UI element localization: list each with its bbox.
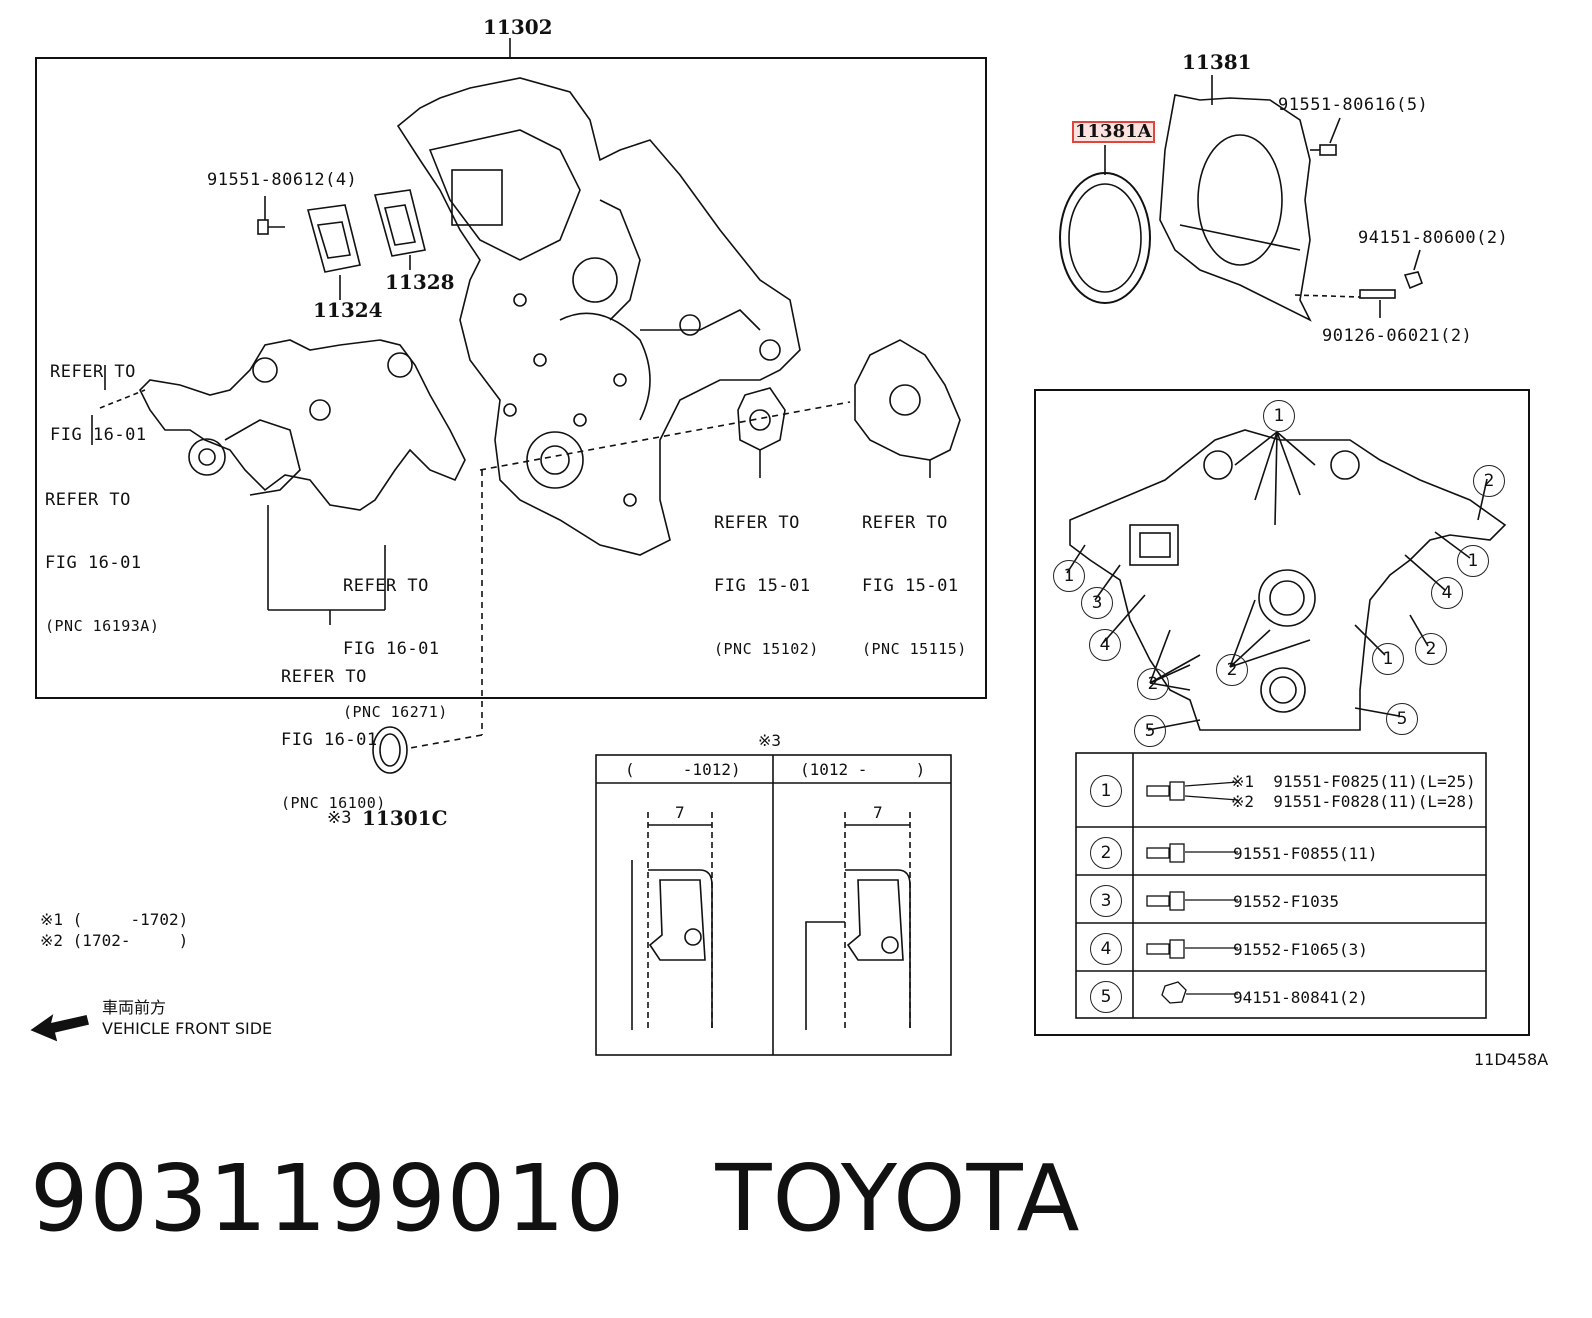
ref-line: FIG 15-01: [714, 576, 811, 596]
inset-col2-header: (1012 - ): [800, 760, 926, 779]
bolt-table-row-2[interactable]: 2 91551-F0855(11): [1090, 829, 1510, 877]
refer-pnc-16271[interactable]: REFER TO FIG 16-01 (PNC 16271): [343, 534, 448, 744]
ref-pnc: (PNC 16193A): [45, 617, 160, 635]
part-11328-label[interactable]: 11328: [385, 270, 455, 294]
part-11324-label[interactable]: 11324: [313, 298, 383, 322]
bolt-table-row-5[interactable]: 5 94151-80841(2): [1090, 973, 1510, 1021]
callout-2-left: 2: [1137, 668, 1169, 700]
note-2: ※2 (1702- ): [40, 931, 189, 950]
callout-2-center: 2: [1216, 654, 1248, 686]
bolt-table-row-1[interactable]: 1 ※1 91551-F0825(11)(L=25) ※2 91551-F082…: [1090, 765, 1510, 813]
part-11301c-label[interactable]: 11301C: [362, 806, 448, 830]
ref-line: FIG 16-01: [343, 639, 440, 659]
callout-4-left: 4: [1089, 629, 1121, 661]
refer-pnc-16193a[interactable]: REFER TO FIG 16-01 (PNC 16193A): [45, 448, 159, 658]
callout-5-left: 5: [1134, 715, 1166, 747]
bolt-spec-line: 91552-F1035: [1233, 892, 1339, 911]
callout-2-right: 2: [1415, 633, 1447, 665]
ref-pnc: (PNC 16100): [281, 794, 386, 812]
callout-5-right: 5: [1386, 703, 1418, 735]
ref-line: FIG 16-01: [50, 425, 147, 445]
refer-fig-16-01-top[interactable]: REFER TO FIG 16-01: [50, 320, 147, 467]
callout-1-top: 1: [1263, 400, 1295, 432]
part-number-footer: 9031199010 TOYOTA: [30, 1145, 1081, 1252]
row-number: 5: [1090, 981, 1122, 1013]
bolt-spec-line: 91551-F0855(11): [1233, 844, 1378, 863]
direction-jp: 車両前方: [102, 998, 167, 1017]
refer-pnc-15102[interactable]: REFER TO FIG 15-01 (PNC 15102): [714, 471, 819, 681]
part-11301c-mark: ※3: [327, 808, 352, 828]
callout-2-upper-right: 2: [1473, 465, 1505, 497]
ref-line: FIG 16-01: [281, 730, 378, 750]
bolt-spec-line: ※2 91551-F0828(11)(L=28): [1231, 792, 1476, 811]
ref-line: REFER TO: [45, 490, 131, 510]
main-assembly-frame: [35, 57, 987, 699]
inset-col1-header: ( -1012): [625, 760, 741, 779]
callout-1-right: 1: [1457, 545, 1489, 577]
bolt-spec-line: 91552-F1065(3): [1233, 940, 1368, 959]
bolt-table-row-3[interactable]: 3 91552-F1035: [1090, 877, 1510, 925]
row-number: 2: [1090, 837, 1122, 869]
table-bolt-icons: [1146, 781, 1239, 1004]
ref-line: REFER TO: [50, 362, 136, 382]
row-number: 1: [1090, 775, 1122, 807]
note-1: ※1 ( -1702): [40, 910, 189, 929]
part-11381-label[interactable]: 11381: [1182, 50, 1252, 74]
figure-code: 11D458A: [1474, 1050, 1549, 1069]
row-number: 3: [1090, 885, 1122, 917]
bolt-table-row-4[interactable]: 4 91552-F1065(3): [1090, 925, 1510, 973]
ref-line: REFER TO: [281, 667, 367, 687]
ref-line: REFER TO: [714, 513, 800, 533]
bolt-spec-line: ※1 91551-F0825(11)(L=25): [1231, 772, 1476, 791]
part-91551-80616-label[interactable]: 91551-80616(5): [1278, 95, 1429, 115]
callout-1-left: 1: [1053, 560, 1085, 592]
ref-pnc: (PNC 16271): [343, 703, 448, 721]
ref-pnc: (PNC 15102): [714, 640, 819, 658]
main-group-label: 11302: [483, 15, 553, 39]
refer-pnc-15115[interactable]: REFER TO FIG 15-01 (PNC 15115): [862, 471, 967, 681]
ref-line: FIG 16-01: [45, 553, 142, 573]
inset-title: ※3: [758, 731, 782, 750]
ref-line: FIG 15-01: [862, 576, 959, 596]
part-94151-80600-label[interactable]: 94151-80600(2): [1358, 228, 1509, 248]
part-90126-06021-label[interactable]: 90126-06021(2): [1322, 326, 1473, 346]
brand-name: TOYOTA: [715, 1145, 1081, 1252]
part-number: 9031199010: [30, 1145, 626, 1252]
bolt-location-frame: [1034, 389, 1530, 1036]
callout-3: 3: [1081, 587, 1113, 619]
direction-en: VEHICLE FRONT SIDE: [102, 1019, 273, 1038]
bolt-spec-line: 94151-80841(2): [1233, 988, 1368, 1007]
part-11381a-label[interactable]: 11381A: [1072, 121, 1155, 143]
water-pump-outline: [139, 339, 466, 511]
ref-line: REFER TO: [343, 576, 429, 596]
callout-1-lower: 1: [1372, 643, 1404, 675]
inset-dim-1: 7: [675, 803, 685, 822]
vehicle-front-arrow: [30, 1014, 89, 1042]
refer-pnc-16100[interactable]: REFER TO FIG 16-01 (PNC 16100): [281, 625, 386, 835]
callout-4-right: 4: [1431, 577, 1463, 609]
inset-dim-2: 7: [873, 803, 883, 822]
row-number: 4: [1090, 933, 1122, 965]
ref-pnc: (PNC 15115): [862, 640, 967, 658]
timing-cover-outline: [396, 77, 801, 556]
rear-retainer-outline: [1159, 94, 1312, 322]
part-91551-80612-label[interactable]: 91551-80612(4): [207, 170, 358, 190]
ref-line: REFER TO: [862, 513, 948, 533]
